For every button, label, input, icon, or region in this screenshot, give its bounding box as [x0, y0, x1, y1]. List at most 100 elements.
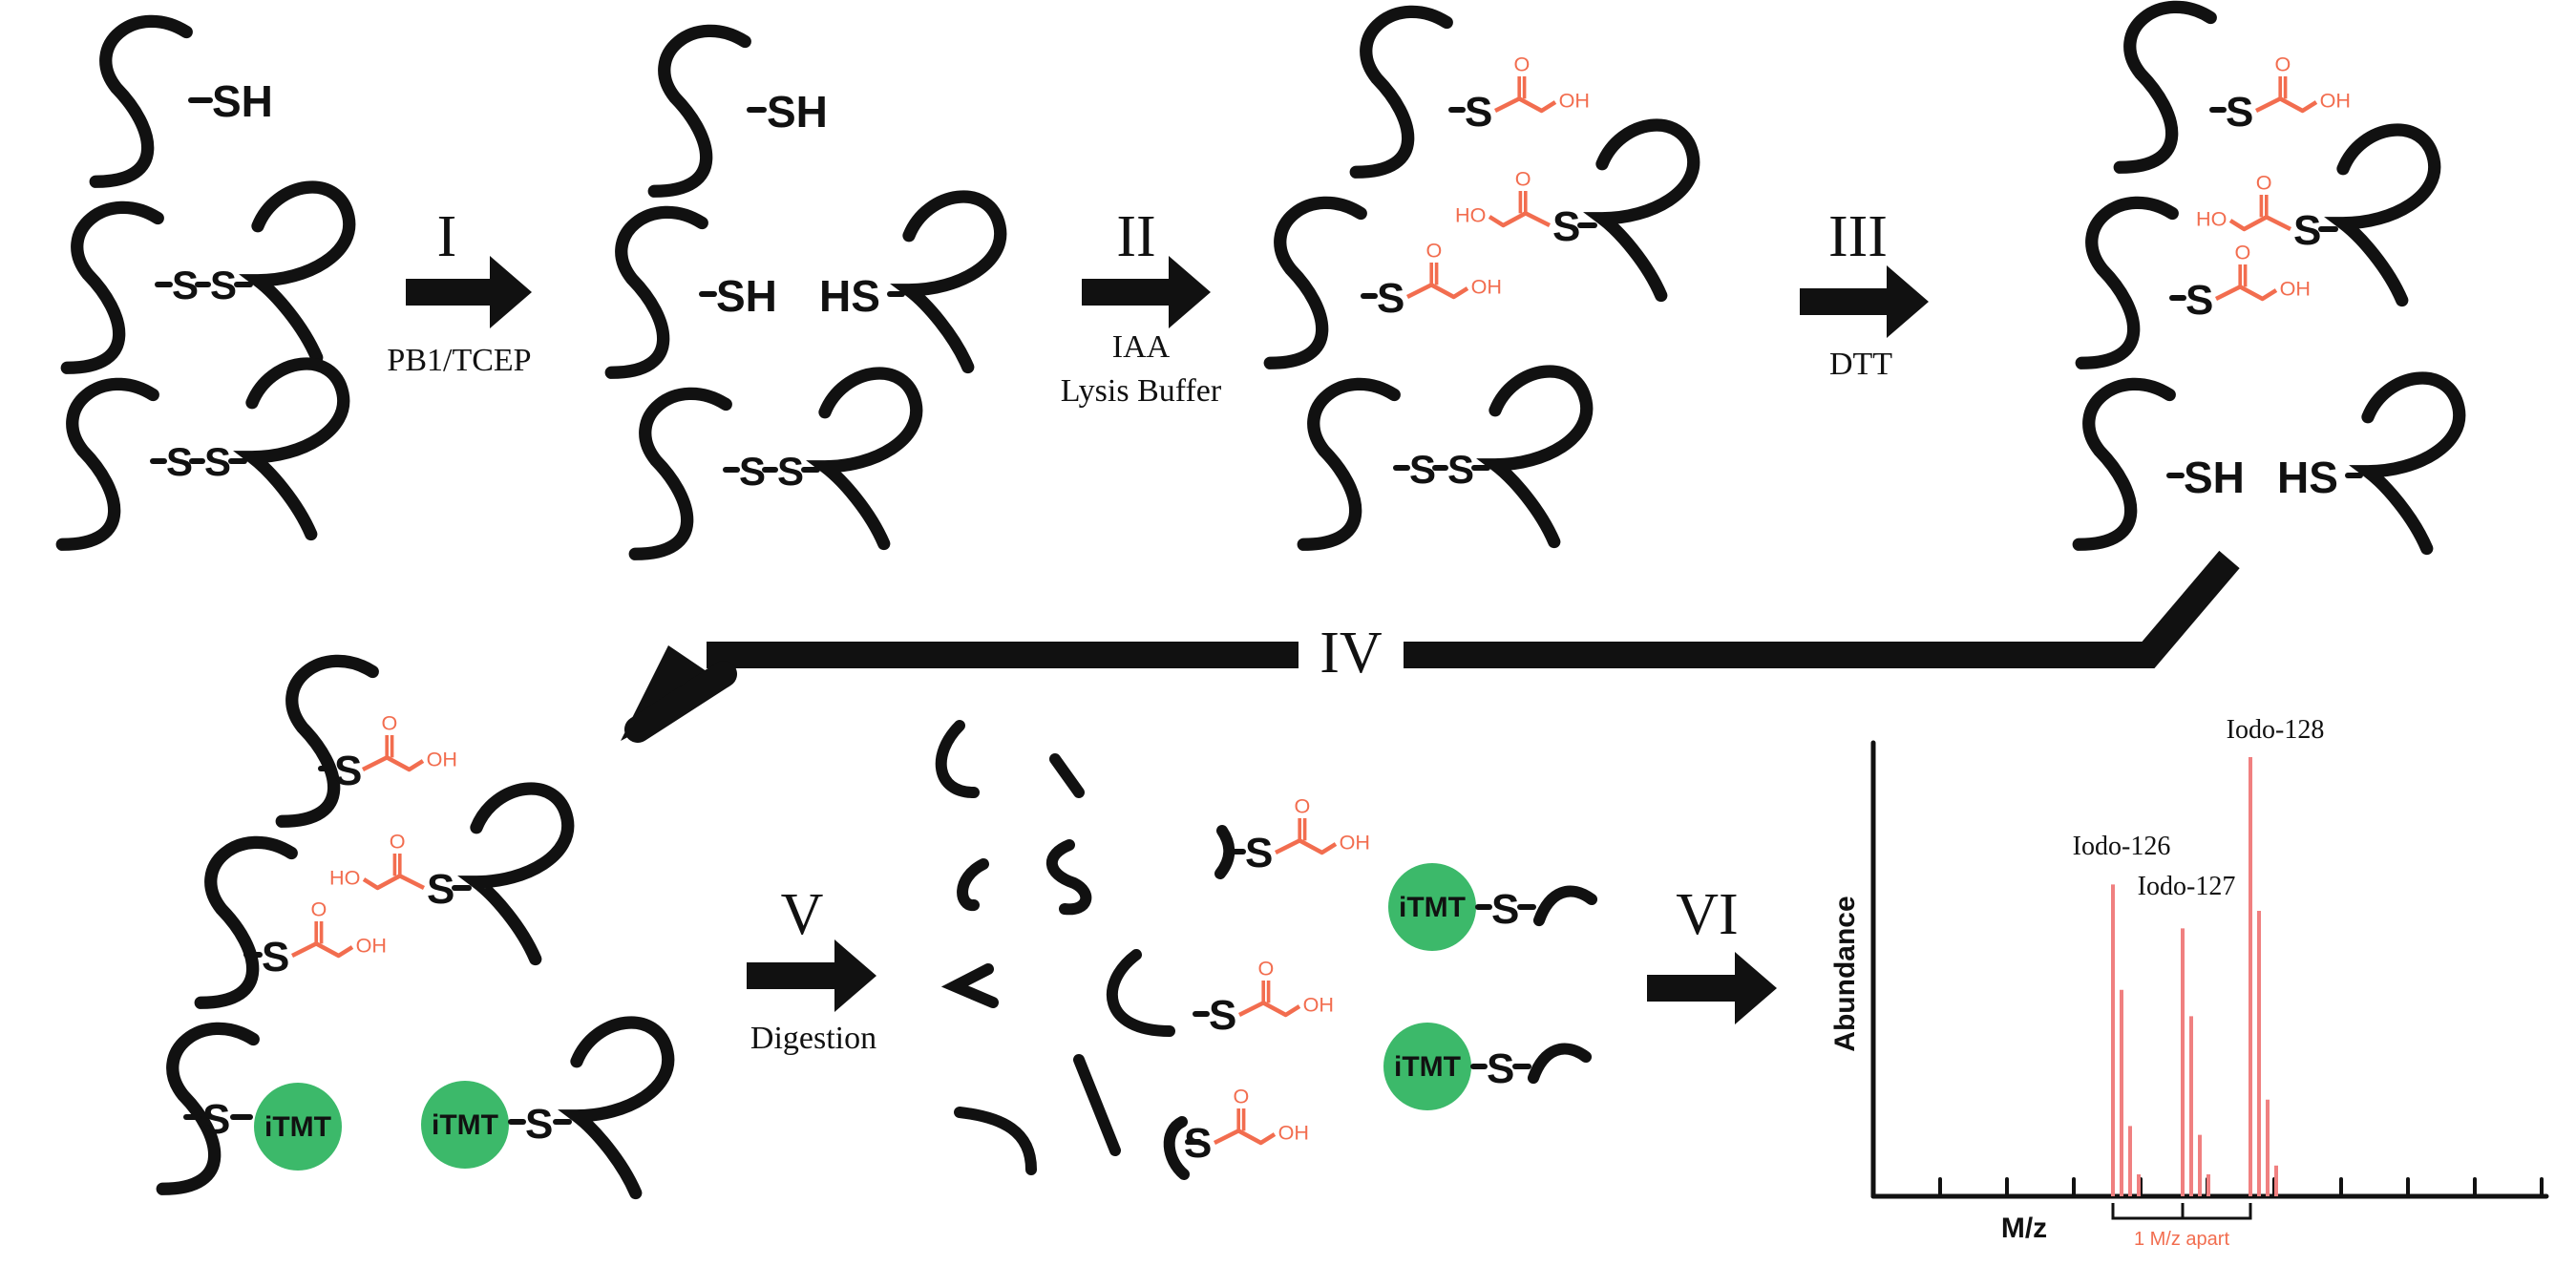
- y-axis-label: Abundance: [1829, 896, 1861, 1051]
- protein-chain: [2368, 378, 2460, 548]
- carboxymethyl-group: OHO: [1455, 167, 1552, 228]
- sulfur-label: S: [262, 934, 289, 981]
- protein-chain: [611, 212, 702, 372]
- step-label-2b: Lysis Buffer: [1061, 373, 1222, 409]
- hydroxyl-label: OH: [1303, 992, 1334, 1016]
- peptide-fragment: [1073, 1054, 1121, 1156]
- protein-chain: [1356, 11, 1446, 172]
- protein-chain: [2343, 130, 2435, 300]
- peptide-fragment: [1045, 839, 1092, 916]
- protein-chain: [1270, 202, 1361, 363]
- sulfur-label: S: [2226, 89, 2253, 136]
- peptide-fragment: [1539, 892, 1592, 920]
- thiol-label: HS: [2277, 453, 2338, 502]
- carbonyl-oxygen-label: O: [1295, 794, 1311, 818]
- x-axis-label: M/z: [2001, 1213, 2047, 1244]
- protein-chain: [95, 21, 186, 181]
- step-numeral-3: III: [1828, 204, 1888, 269]
- carbonyl-oxygen-label: O: [1258, 957, 1275, 981]
- hydroxyl-label: OH: [427, 747, 457, 770]
- carbonyl-oxygen-label: O: [1426, 239, 1443, 263]
- hydroxyl-label: OH: [1278, 1120, 1309, 1144]
- carboxymethyl-group: OOH: [290, 897, 387, 959]
- peak-label: Iodo-126: [2073, 832, 2171, 861]
- carbonyl-oxygen-label: O: [1515, 167, 1531, 191]
- hydroxyl-label: OH: [1340, 830, 1370, 854]
- thiol-label: SH: [767, 87, 828, 137]
- sulfur-label: S: [1377, 275, 1404, 322]
- peptide-fragment: [1214, 825, 1235, 879]
- carboxymethyl-group: O OH: [1274, 794, 1370, 855]
- sulfur-label: S: [1409, 447, 1436, 492]
- carbonyl-oxygen-label: O: [1234, 1085, 1250, 1108]
- connector-arrow-4: [707, 550, 2240, 668]
- peptide-fragment: [940, 963, 999, 1008]
- protein-chain: [258, 187, 349, 357]
- itmt-tag: [1383, 1023, 1471, 1110]
- protein-chain: [2081, 202, 2172, 363]
- connector-arrow-tail: [624, 661, 737, 743]
- sulfur-label: S: [525, 1101, 553, 1148]
- sulfur-label: S: [1245, 830, 1273, 876]
- peptide-fragment: [1533, 1049, 1586, 1078]
- carbonyl-oxygen-label: O: [2275, 53, 2291, 76]
- itmt-label: iTMT: [1399, 892, 1466, 923]
- step-arrow-2: [1082, 256, 1211, 328]
- protein-chain: [825, 373, 917, 543]
- carbonyl-oxygen-label: O: [2235, 241, 2251, 264]
- step-label-2: IAA: [1112, 329, 1171, 365]
- sulfur-label: S: [172, 263, 199, 307]
- hydroxyl-label: OH: [2320, 88, 2351, 112]
- peak-label: Iodo-127: [2138, 872, 2236, 901]
- sulfur-label: S: [204, 439, 231, 484]
- protein-chain: [476, 789, 568, 959]
- hydroxyl-label: HO: [329, 865, 360, 889]
- protein-chain: [62, 384, 153, 544]
- spacing-note: 1 M/z apart: [2134, 1229, 2229, 1250]
- peptide-fragment: [1049, 753, 1085, 798]
- step-label-1: PB1/TCEP: [387, 343, 531, 378]
- protein-chain: [1495, 371, 1587, 541]
- peptide-fragment: [1163, 1116, 1190, 1180]
- step-label-5: Digestion: [750, 1021, 876, 1056]
- carboxymethyl-group: OOH: [1405, 239, 1502, 300]
- carboxymethyl-group: O OH: [1213, 1085, 1309, 1146]
- sulfur-label: S: [1184, 1120, 1212, 1167]
- protein-chain: [577, 1023, 668, 1192]
- peptide-fragment: [1106, 949, 1175, 1037]
- carbonyl-oxygen-label: O: [382, 711, 398, 735]
- sulfur-label: S: [166, 439, 193, 484]
- step-numeral-4: IV: [1320, 621, 1383, 686]
- itmt-tag: [421, 1081, 509, 1169]
- step-numeral-2: II: [1116, 204, 1155, 269]
- step-arrow-3: [1800, 265, 1929, 338]
- itmt-tag: [254, 1083, 342, 1171]
- hydroxyl-label: OH: [2280, 276, 2311, 300]
- sulfur-label: S: [2185, 277, 2213, 324]
- step-numeral-1: I: [437, 204, 457, 269]
- itmt-label: iTMT: [264, 1111, 331, 1143]
- protein-chain: [2079, 384, 2169, 544]
- itmt-tag: [1388, 863, 1476, 951]
- step-numeral-5: V: [781, 882, 824, 947]
- carbonyl-oxygen-label: O: [390, 830, 406, 854]
- peptide-fragment: [935, 720, 980, 798]
- sulfur-label: S: [1209, 992, 1236, 1039]
- peak-label: Iodo-128: [2227, 715, 2325, 745]
- hydroxyl-label: OH: [1559, 88, 1590, 112]
- carboxymethyl-group: O OH: [361, 711, 457, 772]
- step-arrow-6: [1647, 952, 1777, 1024]
- thiol-label: SH: [2184, 453, 2245, 502]
- sulfur-label: S: [427, 866, 454, 913]
- step-arrow-5: [747, 939, 876, 1012]
- sulfur-label: S: [1552, 203, 1580, 250]
- sulfur-label: S: [1487, 1045, 1514, 1092]
- peptide-fragment: [954, 1107, 1037, 1175]
- protein-chain: [282, 661, 372, 821]
- protein-chain: [252, 364, 344, 534]
- protein-chain: [67, 207, 158, 368]
- itmt-label: iTMT: [432, 1109, 498, 1141]
- thiol-label: SH: [212, 76, 273, 126]
- sulfur-label: S: [739, 449, 766, 494]
